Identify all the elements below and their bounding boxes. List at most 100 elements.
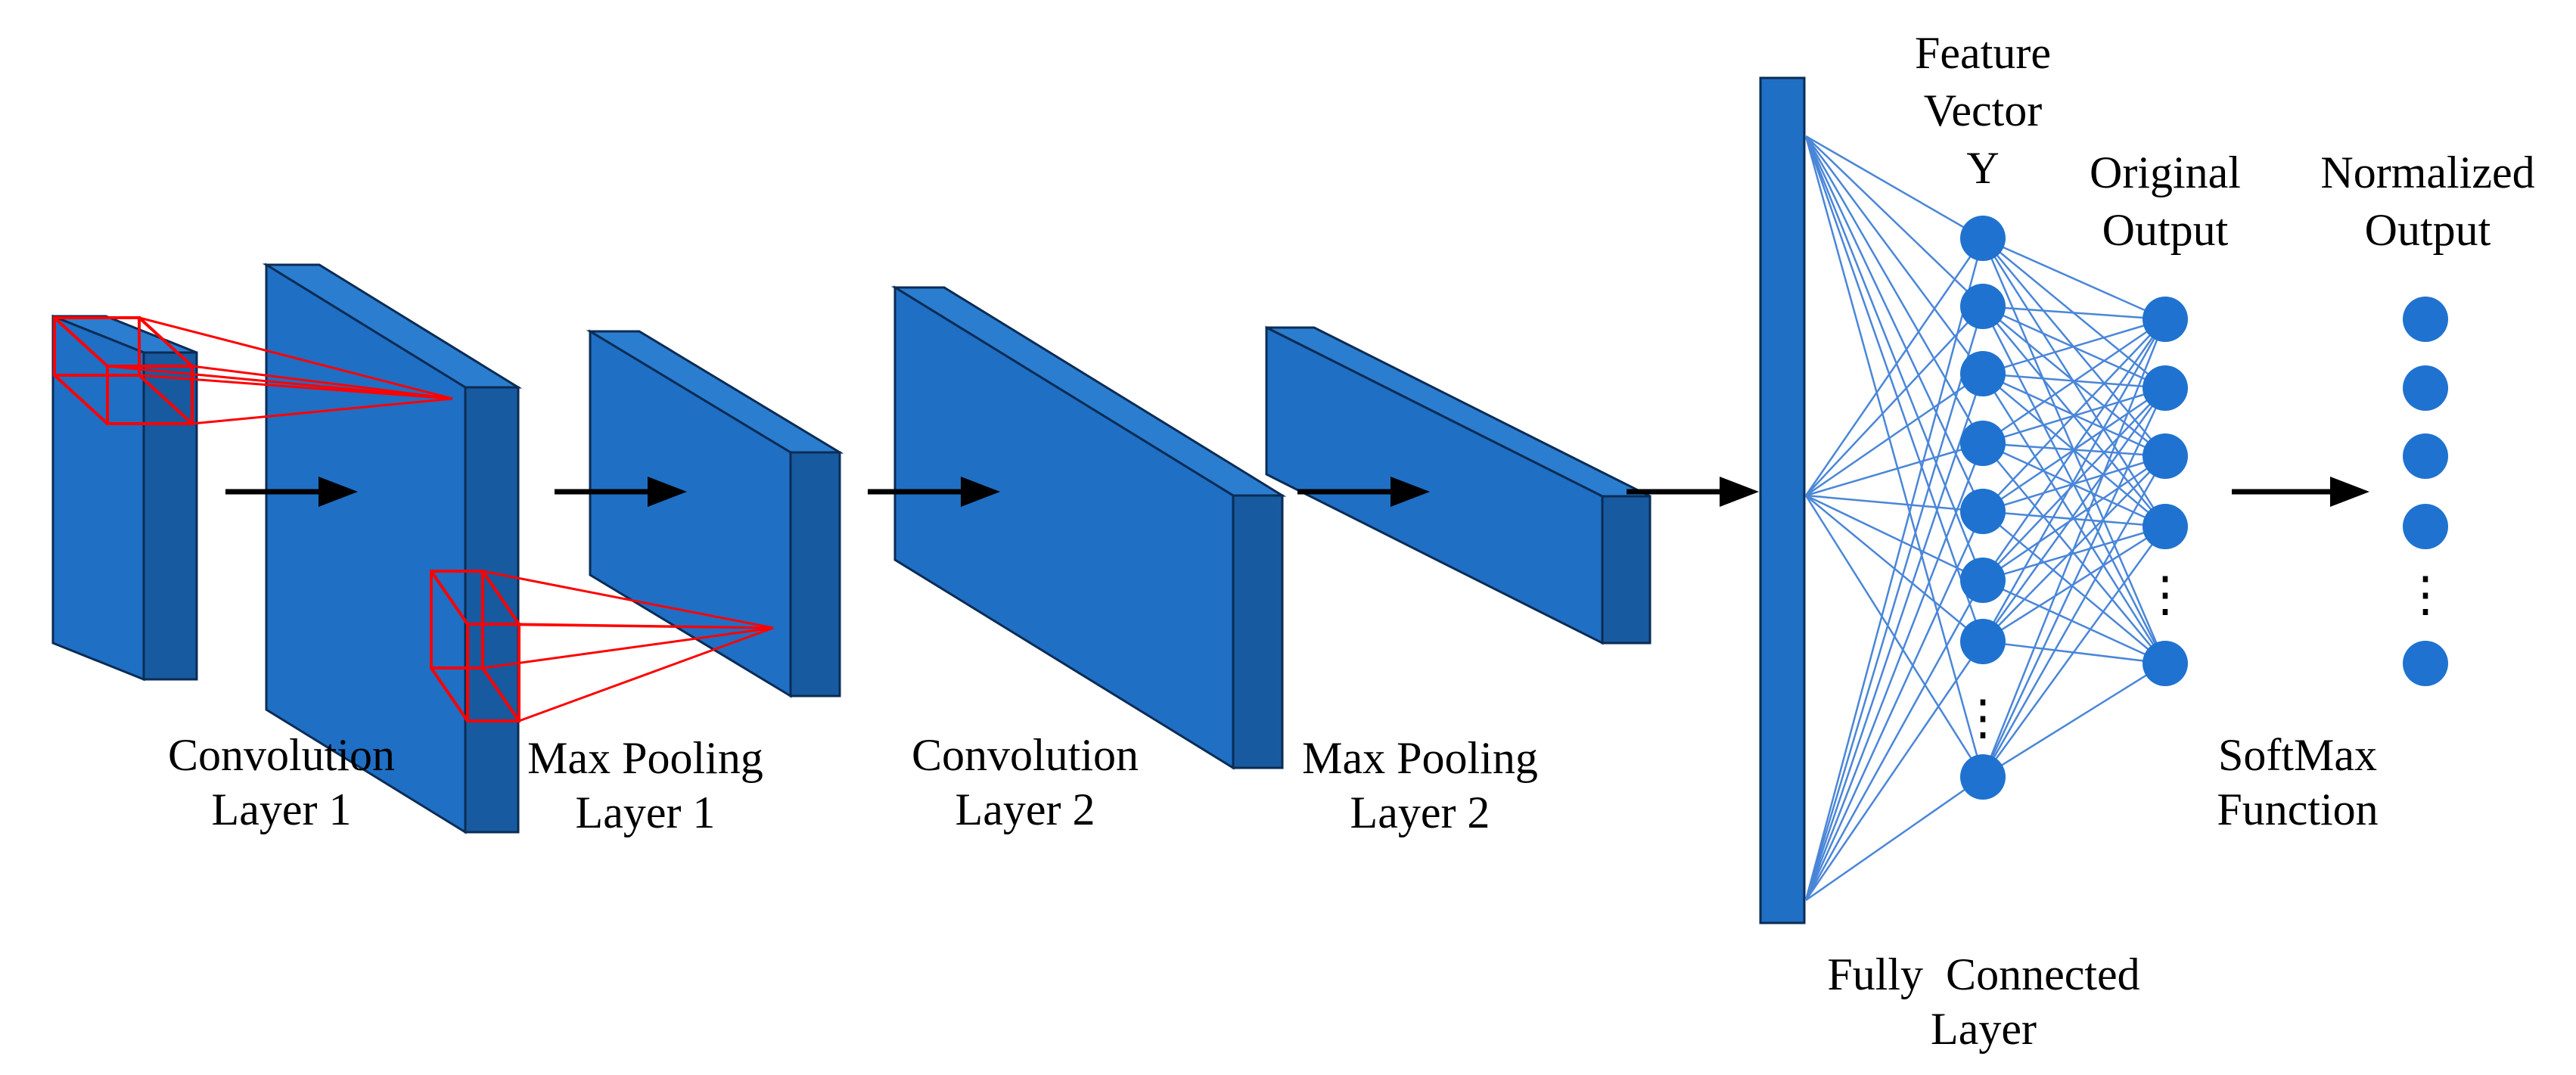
softmax-label: SoftMax Function: [2217, 728, 2378, 837]
conv2-label: Convolution Layer 2: [912, 728, 1139, 837]
fc-connection-2-5: [1804, 579, 1984, 901]
fc-connection-2-0: [1804, 238, 1984, 901]
fc-label: Fully Connected Layer: [1827, 947, 2139, 1056]
normalized-output-node: [2403, 641, 2448, 686]
arrow-softmax-head: [2330, 477, 2369, 507]
fc-connection-0-7: [1804, 135, 1984, 778]
pool1-label-line1: Max Pooling: [527, 733, 763, 783]
fc-connection-1-1: [1805, 306, 1984, 496]
kernel-pool1: [430, 570, 774, 722]
kernel-pool1-projection-4: [467, 623, 774, 629]
feature-vector-node: [1960, 284, 2006, 329]
fc-connection-2-3: [1804, 443, 1984, 901]
kernel-pool1-projection-3: [518, 626, 774, 722]
feature-vector-label-line1: Feature: [1915, 28, 2051, 78]
fc-connection-0-1: [1805, 135, 1984, 307]
kernel-pool1-edge-2: [481, 666, 520, 722]
ellipsis-mark: ⋮: [1959, 690, 2007, 746]
arrow-pool1-to-conv2-head: [961, 477, 1000, 507]
conv1-label: Convolution Layer 1: [168, 728, 395, 837]
pool2-block-front-face: [1265, 325, 1604, 645]
feature-vector-label-line3: Y: [1966, 143, 2000, 193]
fv-connection-7-2: [1981, 455, 2167, 778]
fc-label-line2: Layer: [1931, 1004, 2037, 1054]
feature-vector-node: [1960, 216, 2006, 261]
original-output-node: [2143, 365, 2188, 411]
fv-connection-5-2: [1982, 455, 2166, 582]
fc-connection-0-5: [1804, 135, 1984, 581]
kernel-conv1-projection-3: [191, 397, 453, 425]
fc-connection-2-1: [1804, 306, 1984, 901]
arrow-conv2-to-pool2: [1297, 477, 1430, 507]
fv-connection-0-0: [1982, 237, 2166, 321]
pool2-label-line2: Layer 2: [1350, 788, 1490, 837]
fv-connection-7-4: [1982, 662, 2166, 778]
fv-connection-2-0: [1982, 318, 2166, 375]
fc-layer-bar: [1759, 76, 1806, 924]
kernel-conv1-projection-0: [138, 316, 453, 400]
kernel-conv1-edge-3: [53, 374, 109, 425]
fv-connection-6-0: [1981, 318, 2167, 642]
fc-connection-0-4: [1804, 135, 1984, 512]
fv-connection-1-0: [1982, 305, 2166, 321]
fc-connection-1-2: [1805, 372, 1984, 497]
kernel-conv1-projection-1: [191, 365, 453, 400]
kernel-conv1-projection-4: [107, 365, 453, 400]
arrow-conv1-to-pool1-head: [648, 477, 687, 507]
fc-connection-1-0: [1804, 238, 1984, 496]
fc-connection-1-5: [1805, 494, 1984, 582]
fc-connection-2-7: [1805, 775, 1984, 902]
fv-connection-7-0: [1981, 318, 2167, 778]
pool1-block-side-face: [789, 451, 841, 698]
fv-connection-5-4: [1982, 579, 2166, 665]
normalized-output-node: [2403, 504, 2448, 549]
conv2-label-line1: Convolution: [911, 730, 1139, 780]
kernel-pool1-projection-0: [482, 570, 774, 629]
feature-vector-node: [1960, 754, 2006, 800]
original-output-label-line2: Output: [2102, 205, 2229, 255]
softmax-label-line2: Function: [2217, 785, 2379, 834]
kernel-pool1-edge-0: [430, 570, 469, 626]
original-output-node: [2143, 504, 2188, 549]
fv-connection-7-3: [1981, 526, 2167, 778]
original-output-label: Original Output: [2090, 144, 2241, 259]
feature-vector-node: [1960, 351, 2006, 396]
feature-vector-node: [1960, 489, 2006, 534]
feature-vector-node: [1960, 421, 2006, 466]
ellipsis-mark: ⋮: [2141, 567, 2189, 623]
normalized-output-label: Normalized Output: [2320, 144, 2534, 259]
conv-input-block-front-face: [51, 314, 145, 682]
original-output-node: [2143, 433, 2188, 479]
ellipsis-mark: ⋮: [2401, 567, 2450, 623]
arrow-softmax: [2232, 477, 2369, 507]
pool1-label: Max Pooling Layer 1: [527, 731, 763, 840]
normalized-output-label-line1: Normalized: [2320, 148, 2535, 197]
conv2-block-front-face: [893, 285, 1235, 770]
arrow-input-to-conv1: [225, 477, 358, 507]
original-output-node: [2143, 297, 2188, 342]
feature-vector-node: [1960, 619, 2006, 664]
fv-connection-6-1: [1981, 387, 2167, 642]
fv-connection-5-0: [1981, 318, 2167, 581]
kernel-conv1: [53, 316, 453, 425]
fv-connection-3-0: [1982, 318, 2166, 445]
fc-connection-0-3: [1804, 135, 1984, 444]
arrow-conv1-to-pool1: [555, 477, 687, 507]
fv-connection-5-3: [1982, 525, 2166, 582]
fc-connection-2-4: [1804, 511, 1984, 901]
pool2-label: Max Pooling Layer 2: [1302, 731, 1538, 840]
arrow-pool1-to-conv2: [868, 477, 1000, 507]
pool2-block: [1265, 325, 1652, 645]
original-output-label-line1: Original: [2090, 148, 2241, 197]
pool1-block: [586, 329, 844, 698]
arrow-pool2-to-fc-head: [1720, 477, 1759, 507]
conv2-block: [890, 285, 1287, 770]
fc-connection-1-4: [1805, 494, 1984, 513]
softmax-label-line1: SoftMax: [2218, 730, 2377, 780]
fc-connection-2-2: [1804, 373, 1984, 901]
arrow-pool2-to-fc: [1627, 477, 1759, 507]
fc-connection-1-3: [1805, 442, 1984, 497]
fv-connection-5-1: [1982, 387, 2166, 581]
pool2-block-side-face: [1601, 495, 1652, 645]
conv2-label-line2: Layer 2: [955, 785, 1095, 834]
